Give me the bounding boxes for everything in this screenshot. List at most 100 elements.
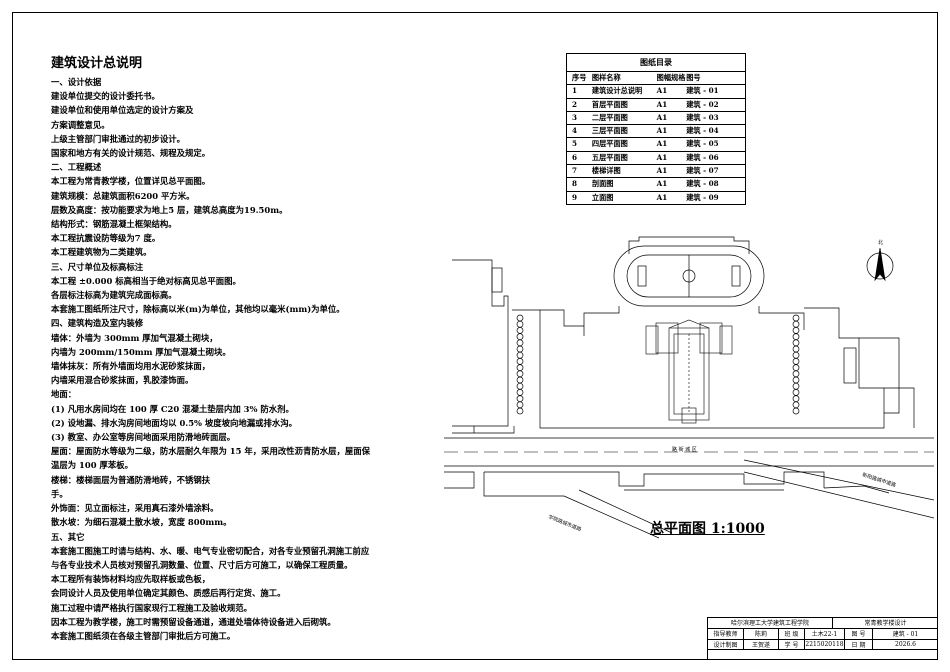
notes-body: 一、设计依据建设单位提交的设计委托书。建设单位和使用单位选定的设计方案及方案调整… xyxy=(51,75,411,643)
tree-icon xyxy=(516,401,524,409)
notes-line: 温层为 100 厚苯板。 xyxy=(51,460,133,471)
index-cell-size: A1 xyxy=(650,111,687,126)
notes-line: 因本工程为教学楼，施工时需预留设备通道，通道处墙体待设备进入后砌筑。 xyxy=(51,616,336,627)
index-cell-code: 建筑 - 05 xyxy=(686,137,745,152)
notes-title: 建筑设计总说明 xyxy=(51,56,143,71)
title-block-row-4 xyxy=(708,650,938,661)
index-header-no: 序号 xyxy=(567,72,592,86)
title-block: 哈尔滨理工大学建筑工程学院 常青教学楼设计 指导教师 陈莉 班 级 土木22-1… xyxy=(707,617,938,660)
notes-line: 内墙采用混合砂浆抹面，乳胶漆饰面。 xyxy=(51,375,194,386)
tree-icon xyxy=(792,320,800,328)
notes-line: 国家和地方有关的设计规范、规程及规定。 xyxy=(51,148,211,159)
sports-field xyxy=(583,236,805,336)
notes-line: 五、其它 xyxy=(51,531,85,542)
advisor-value: 陈莉 xyxy=(744,628,779,639)
tree-icon xyxy=(792,345,800,353)
class-value: 土木22-1 xyxy=(805,628,845,639)
tree-icon xyxy=(516,389,524,396)
notes-line: 墙体：外墙为 300mm 厚加气混凝土砌块， xyxy=(51,332,218,343)
tree-icon xyxy=(516,314,524,322)
left-building-step xyxy=(452,426,515,434)
tree-icon xyxy=(792,401,800,409)
title-block-row-3: 设计制图 王贺遂 学 号 2215020118 日 期 2026.6 xyxy=(708,639,938,651)
title-block-blank xyxy=(708,650,938,661)
index-cell-code: 建筑 - 03 xyxy=(686,111,745,126)
notes-line: 三、尺寸单位及标高标注 xyxy=(51,261,144,272)
tree-icon xyxy=(516,327,524,334)
tree-icon xyxy=(792,370,800,378)
index-header-code: 图号 xyxy=(686,72,745,86)
notes-line: 墙体抹灰：所有外墙面均用水泥砂浆抹面， xyxy=(51,361,211,372)
class-label: 班 级 xyxy=(779,628,805,639)
notes-line: 楼梯：楼梯面层为普通防滑地砖，不锈钢扶 xyxy=(51,474,211,485)
index-cell-name: 楼梯详图 xyxy=(591,164,651,179)
date-label: 日 期 xyxy=(845,639,873,650)
notes-line: 内墙为 200mm/150mm 厚加气混凝土砌块。 xyxy=(51,346,231,357)
date-value: 2026.6 xyxy=(895,640,916,648)
drawing-no-label: 图 号 xyxy=(845,628,873,639)
tree-icon xyxy=(792,327,800,334)
notes-line: 方案调整意见。 xyxy=(51,119,110,130)
notes-line: 建设单位提交的设计委托书。 xyxy=(51,91,160,102)
tree-icon xyxy=(516,364,524,371)
teaching-building xyxy=(645,319,733,424)
institution-name: 哈尔滨理工大学建筑工程学院 xyxy=(708,618,833,628)
drafter-label: 设计制图 xyxy=(708,639,744,650)
index-cell-name: 建筑设计总说明 xyxy=(591,84,651,99)
notes-line: 一、设计依据 xyxy=(51,77,102,87)
index-cell-name: 五层平面图 xyxy=(591,151,651,166)
notes-line: 层数及高度：按功能要求为地上5 层，建筑总高度为19.50m。 xyxy=(51,204,288,215)
notes-line: 散水坡：为细石混凝土散水坡，宽度 800mm。 xyxy=(51,517,232,528)
notes-line: 各层标注标高为建筑完成面标高。 xyxy=(51,290,177,301)
south-blocks xyxy=(444,471,890,497)
index-cell-code: 建筑 - 01 xyxy=(686,84,745,99)
site-plan-caption: 总平面图 1:1000 xyxy=(650,521,765,537)
tree-icon xyxy=(792,314,800,322)
tree-icon xyxy=(516,382,524,390)
site-plan-drawing: 路 街 城 区 学院路城市道路 新阳路城市道路 北 xyxy=(444,236,934,539)
index-cell-no: 8 xyxy=(567,177,592,192)
design-notes: 建筑设计总说明 一、设计依据建设单位提交的设计委托书。建设单位和使用单位选定的设… xyxy=(51,52,411,643)
north-label: 北 xyxy=(878,239,883,246)
notes-line: 本套施工图纸所注尺寸，除标高以米(m)为单位，其他均以毫米(mm)为单位。 xyxy=(51,304,345,315)
index-cell-code: 建筑 - 08 xyxy=(686,177,745,192)
index-cell-size: A1 xyxy=(650,164,687,179)
tree-icon xyxy=(516,395,524,402)
notes-line: 本工程为常青教学楼，位置详见总平面图。 xyxy=(51,176,211,187)
index-cell-name: 二层平面图 xyxy=(591,111,651,126)
index-cell-no: 6 xyxy=(567,151,592,166)
index-cell-no: 9 xyxy=(572,192,578,202)
tree-icon xyxy=(516,345,524,353)
notes-line: 屋面：屋面防水等级为二级，防水层耐久年限为 15 年，采用改性沥青防水层，屋面保 xyxy=(51,446,370,457)
student-id-label: 学 号 xyxy=(779,639,805,650)
right-buildings xyxy=(843,337,915,428)
index-header-name: 图样名称 xyxy=(591,72,651,86)
tree-icon xyxy=(792,395,800,402)
index-header-size: 图幅规格 xyxy=(650,72,687,86)
title-block-row-2: 指导教师 陈莉 班 级 土木22-1 图 号 建筑 - 01 xyxy=(708,628,938,640)
tree-icon xyxy=(792,407,800,415)
tree-icon xyxy=(792,364,800,371)
index-cell-name: 剖面图 xyxy=(591,177,651,192)
notes-line: 建筑规模：总建筑面积6200 平方米。 xyxy=(51,190,195,201)
tree-icon xyxy=(792,389,800,396)
index-cell-code: 建筑 - 07 xyxy=(686,164,745,179)
tree-row-left xyxy=(516,314,524,415)
tree-icon xyxy=(516,333,524,340)
notes-line: 二、工程概述 xyxy=(51,162,102,173)
site-boundary xyxy=(512,307,885,429)
index-cell-code: 建筑 - 09 xyxy=(686,192,719,202)
notes-line: 外饰面：见立面标注，采用真石漆外墙涂料。 xyxy=(51,503,219,514)
tree-icon xyxy=(516,351,524,359)
index-header-row: 序号 图样名称 图幅规格 图号 xyxy=(567,72,745,86)
notes-line: 结构形式：钢筋混凝土框架结构。 xyxy=(51,219,177,230)
tree-icon xyxy=(792,339,800,347)
tree-icon xyxy=(792,382,800,390)
tree-icon xyxy=(516,370,524,378)
